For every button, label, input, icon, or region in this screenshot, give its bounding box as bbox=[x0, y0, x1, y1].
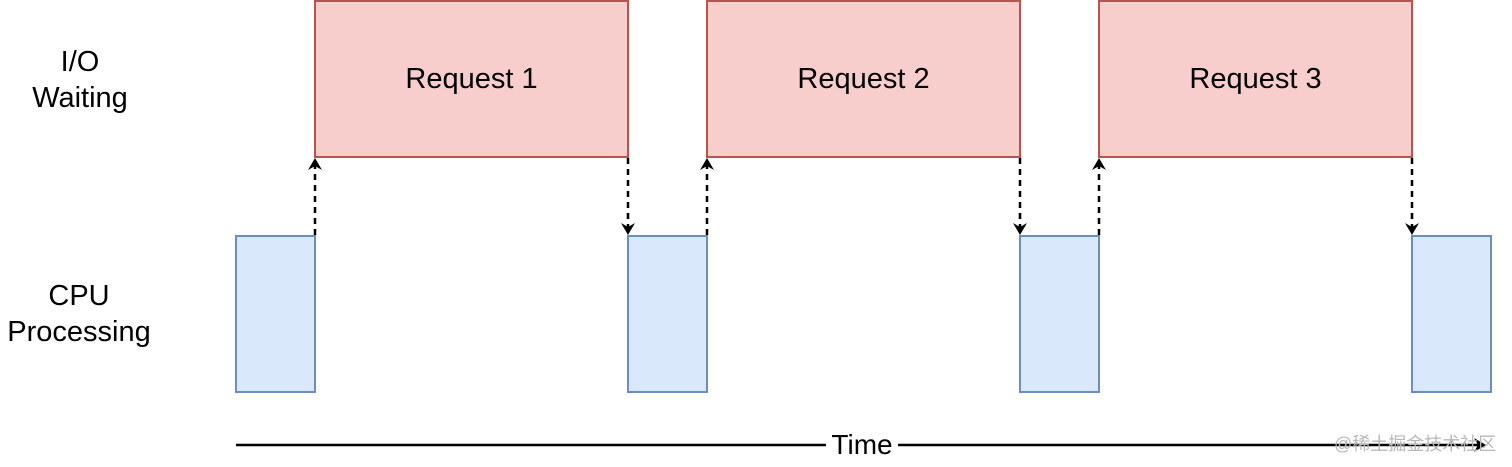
time-axis-label: Time bbox=[826, 428, 898, 462]
request-3-box: Request 3 bbox=[1098, 0, 1413, 158]
request-3-label: Request 3 bbox=[1189, 62, 1322, 95]
io-waiting-label-text: I/O Waiting bbox=[32, 46, 128, 114]
request-2-label: Request 2 bbox=[797, 62, 930, 95]
cpu-processing-lane-label: CPU Processing bbox=[0, 278, 158, 350]
cpu-block-3 bbox=[1019, 235, 1100, 393]
cpu-block-1 bbox=[235, 235, 316, 393]
watermark: @稀土掘金技术社区 bbox=[1334, 434, 1497, 454]
request-2-box: Request 2 bbox=[706, 0, 1021, 158]
cpu-processing-label-text: CPU Processing bbox=[7, 280, 151, 348]
cpu-block-4 bbox=[1411, 235, 1492, 393]
request-1-box: Request 1 bbox=[314, 0, 629, 158]
io-waiting-lane-label: I/O Waiting bbox=[10, 44, 150, 116]
request-1-label: Request 1 bbox=[405, 62, 538, 95]
cpu-block-2 bbox=[627, 235, 708, 393]
